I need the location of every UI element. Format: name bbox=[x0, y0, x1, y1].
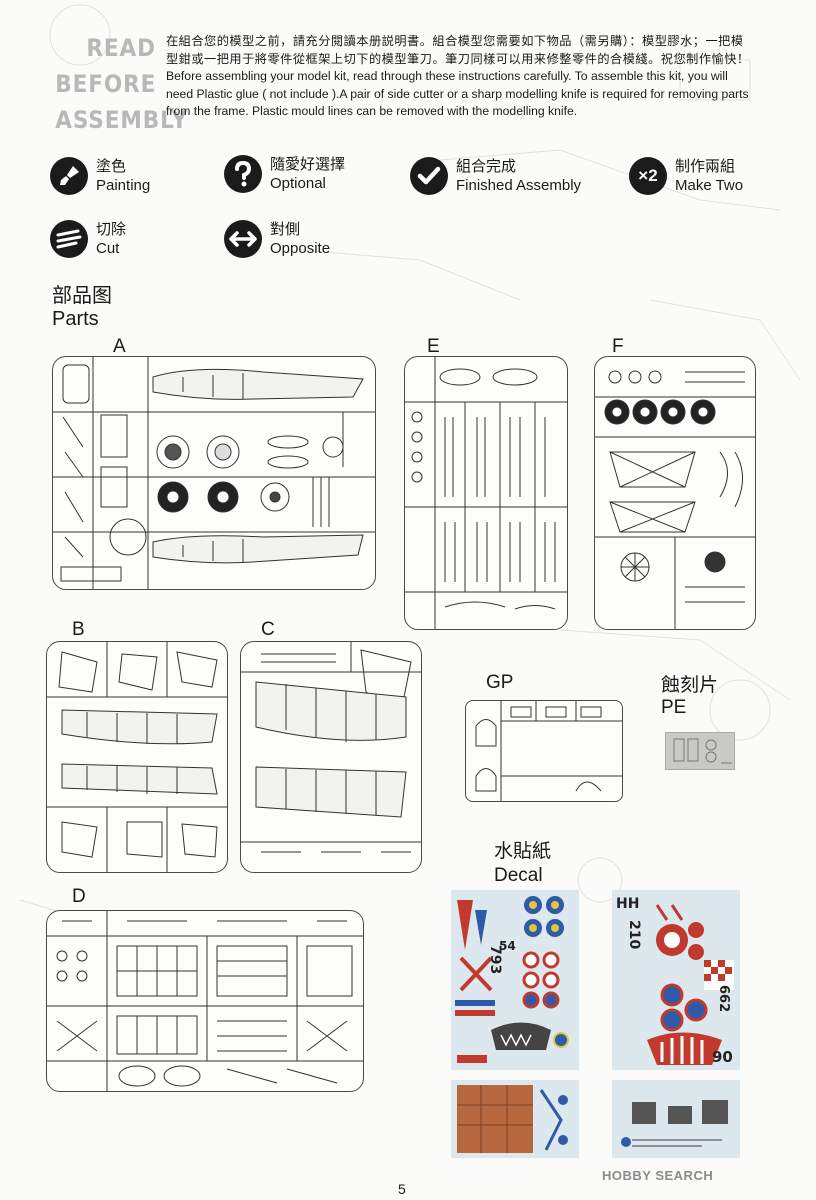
legend-cut-en: Cut bbox=[96, 240, 120, 257]
sprue-a bbox=[52, 356, 376, 590]
legend-painting-en: Painting bbox=[96, 177, 151, 194]
sprue-label-d: D bbox=[72, 886, 86, 907]
pe-label: 蝕刻片 PE bbox=[661, 675, 718, 719]
sprue-label-b: B bbox=[72, 619, 85, 640]
decal-sheet-right-bottom bbox=[612, 1080, 740, 1158]
sprue-b bbox=[46, 641, 228, 873]
decal-sheet-right: HH 210 662 90 bbox=[612, 890, 740, 1070]
decal-sheet-left-drawing: 793 54 bbox=[455, 896, 569, 1063]
sprue-d bbox=[46, 910, 364, 1092]
legend-opposite: 對側 Opposite bbox=[224, 220, 330, 258]
checkmark-icon bbox=[410, 157, 448, 195]
parts-title-zh: 部品图 bbox=[52, 285, 112, 307]
decal-sheet-right-bottom-drawing bbox=[621, 1100, 728, 1147]
legend-cut: 切除 Cut bbox=[50, 220, 126, 258]
legend-optional: 隨愛好選擇 Optional bbox=[224, 155, 345, 193]
sprue-e bbox=[404, 356, 568, 630]
legend-finished-assembly: 組合完成 Finished Assembly bbox=[410, 157, 581, 195]
double-arrow-icon bbox=[224, 220, 262, 258]
legend-optional-zh: 隨愛好選擇 bbox=[270, 156, 346, 173]
legend-make-two-en: Make Two bbox=[675, 177, 744, 194]
legend-painting-zh: 塗色 bbox=[96, 158, 127, 175]
decal-title-zh: 水貼紙 bbox=[494, 841, 552, 862]
pe-fret-drawing bbox=[673, 738, 732, 764]
decal-number-793: 793 bbox=[487, 945, 503, 974]
sprue-a-parts-drawing bbox=[53, 357, 375, 589]
sprue-c bbox=[240, 641, 422, 873]
parts-title-en: Parts bbox=[52, 308, 99, 330]
times-two-icon-text: ×2 bbox=[638, 166, 658, 185]
decal-number-662: 662 bbox=[716, 985, 731, 1012]
legend-painting: 塗色 Painting bbox=[50, 157, 150, 195]
legend-finished-zh: 組合完成 bbox=[456, 158, 517, 175]
heading-line-2: BEFORE bbox=[55, 70, 157, 98]
sprue-e-parts-drawing bbox=[405, 357, 567, 629]
parts-title: 部品图 Parts bbox=[52, 285, 112, 331]
cut-icon bbox=[50, 220, 88, 258]
sprue-label-e: E bbox=[427, 336, 440, 357]
legend-make-two-zh: 制作兩組 bbox=[675, 158, 736, 175]
paint-brush-icon bbox=[50, 157, 88, 195]
sprue-b-parts-drawing bbox=[47, 642, 227, 872]
decal-sheet-left-bottom-drawing bbox=[457, 1085, 568, 1153]
sprue-d-parts-drawing bbox=[47, 911, 363, 1091]
read-before-assembly-heading: READ BEFORE ASSEMBLY bbox=[44, 30, 189, 138]
legend-make-two: ×2 制作兩組 Make Two bbox=[629, 157, 743, 195]
pe-label-zh: 蝕刻片 bbox=[661, 675, 719, 696]
sprue-gp-parts-drawing bbox=[475, 701, 622, 801]
decal-sheet-left-bottom bbox=[451, 1080, 579, 1158]
sprue-gp bbox=[465, 700, 623, 802]
decal-number-hh: HH bbox=[616, 896, 639, 912]
decal-sheet-right-drawing: HH 210 662 90 bbox=[616, 896, 734, 1066]
heading-line-1: READ bbox=[86, 34, 156, 62]
sprue-label-f: F bbox=[612, 336, 624, 357]
watermark-text: HOBBY SEARCH bbox=[602, 1168, 714, 1183]
heading-line-3: ASSEMBLY bbox=[55, 106, 189, 134]
intro-chinese: 在組合您的模型之前，請充分閱讀本册説明書。組合模型您需要如下物品（需另購）：模型… bbox=[166, 34, 750, 66]
sprue-label-c: C bbox=[261, 619, 275, 640]
intro-english: Before assembling your model kit, read t… bbox=[166, 69, 749, 118]
watermark: HOBBY SEARCH bbox=[602, 1168, 713, 1183]
decal-title-en: Decal bbox=[494, 865, 543, 886]
decal-title: 水貼紙 Decal bbox=[494, 840, 551, 888]
question-mark-icon bbox=[224, 155, 262, 193]
sprue-c-parts-drawing bbox=[241, 642, 421, 853]
legend-opposite-en: Opposite bbox=[270, 240, 331, 257]
pe-label-en: PE bbox=[661, 697, 687, 718]
sprue-f bbox=[594, 356, 756, 630]
decal-number-54: 54 bbox=[499, 939, 516, 953]
sprue-label-a: A bbox=[113, 336, 126, 357]
decal-number-210: 210 bbox=[626, 920, 642, 949]
times-two-icon: ×2 bbox=[629, 157, 667, 195]
decal-number-90: 90 bbox=[712, 1048, 733, 1066]
sprue-f-parts-drawing bbox=[595, 370, 755, 629]
legend-opposite-zh: 對側 bbox=[270, 221, 301, 238]
legend-finished-en: Finished Assembly bbox=[456, 177, 582, 194]
sprue-label-gp: GP bbox=[486, 672, 514, 693]
page-number: 5 bbox=[398, 1181, 406, 1197]
intro-text: 在組合您的模型之前，請充分閱讀本册説明書。組合模型您需要如下物品（需另購）：模型… bbox=[166, 33, 756, 121]
legend-cut-zh: 切除 bbox=[96, 221, 127, 238]
decal-sheet-left: 793 54 bbox=[451, 890, 579, 1070]
pe-fret bbox=[665, 732, 735, 770]
legend-optional-en: Optional bbox=[270, 175, 326, 192]
